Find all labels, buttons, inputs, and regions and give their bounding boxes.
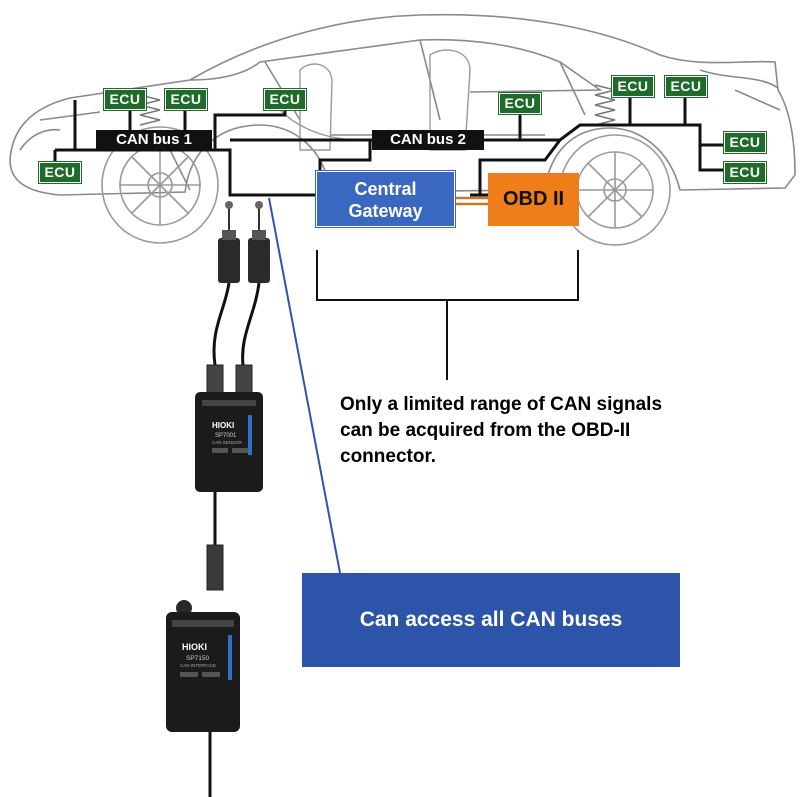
device2-model: SP7150: [186, 655, 210, 662]
ecu-rear-bottom: ECU: [724, 162, 766, 183]
probe-clamps: [218, 201, 270, 283]
central-gateway-box: Central Gateway: [316, 171, 455, 227]
device1-connector-2: [235, 364, 253, 394]
device2-connector-top: [206, 544, 224, 591]
car-outline: [9, 13, 796, 196]
ecu-dashboard: ECU: [264, 89, 306, 110]
access-pointer-line: [268, 197, 341, 574]
device1-brand: HIOKI: [212, 421, 234, 430]
device2-subtitle: CAN INTERFACE: [180, 663, 216, 668]
obd-bracket: [316, 250, 579, 380]
device1-sp7001: [195, 392, 263, 492]
central-gateway-line2: Gateway: [348, 201, 423, 221]
can-bus-1-label: CAN bus 1: [96, 130, 212, 150]
can-bus-2-label: CAN bus 2: [372, 130, 484, 150]
central-gateway-line1: Central: [354, 179, 417, 199]
suspension: [139, 84, 616, 126]
ecu-front-top-right: ECU: [165, 89, 207, 110]
ecu-front-bottom: ECU: [39, 162, 81, 183]
obd-note-line2: can be acquired from the OBD-II: [340, 420, 631, 441]
obd-limitation-note: Only a limited range of CAN signals can …: [340, 392, 780, 470]
probe-cable-2: [241, 282, 261, 366]
obd-note-line3: connector.: [340, 446, 437, 467]
device1-subtitle: CAN SENSOR: [212, 440, 243, 445]
obd-ii-box: OBD II: [488, 173, 579, 226]
ecu-rear-top-right: ECU: [665, 76, 707, 97]
device2-brand: HIOKI: [182, 642, 207, 652]
ecu-rear-middle: ECU: [724, 132, 766, 153]
ecu-rear-top-left: ECU: [612, 76, 654, 97]
ecu-front-top-left: ECU: [104, 89, 146, 110]
can-access-box: Can access all CAN buses: [302, 573, 680, 667]
can-bus-wiring: [53, 92, 745, 197]
ecu-cabin: ECU: [499, 93, 541, 114]
device2-sp7150: [166, 600, 240, 732]
obd-note-line1: Only a limited range of CAN signals: [340, 394, 663, 415]
probe-cable-1: [212, 282, 231, 366]
device1-connector-1: [206, 364, 224, 394]
device1-model: SP7001: [215, 433, 237, 439]
gateway-obd-link: [455, 196, 488, 206]
